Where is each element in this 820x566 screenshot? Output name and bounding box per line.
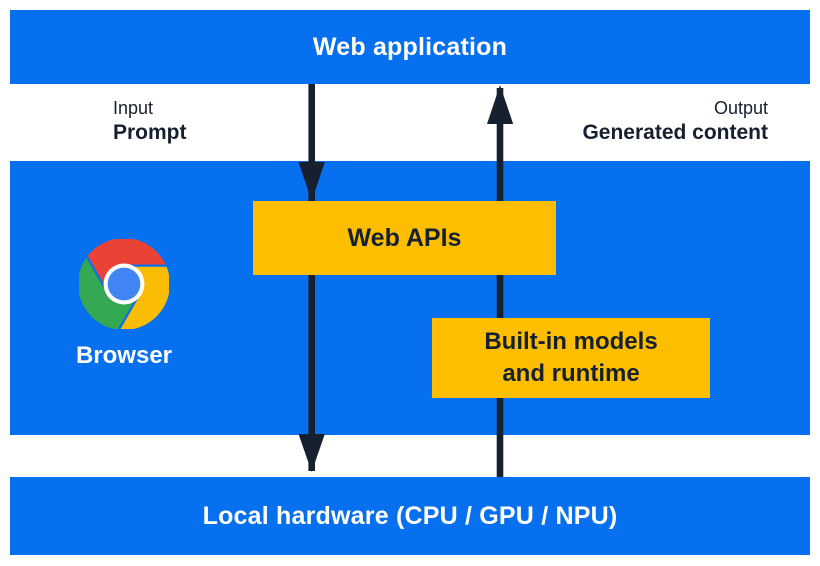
input-title: Input [113,98,154,118]
output-label-group: Output Generated content [582,97,768,146]
output-value: Generated content [582,121,768,144]
web-application-bar: Web application [10,10,810,84]
builtin-models-label-line2: and runtime [502,360,640,387]
chrome-logo-blue-center [107,267,141,301]
browser-label: Browser [75,342,173,369]
web-application-label: Web application [312,32,508,61]
input-value: Prompt [113,121,187,144]
output-title: Output [713,98,768,118]
generated-up-arrowhead-into-web-app [487,85,514,124]
local-hardware-bar: Local hardware (CPU / GPU / NPU) [10,477,810,555]
web-apis-box: Web APIs [253,201,556,275]
prompt-down-arrowhead-into-hardware [298,434,325,472]
input-label-group: Input Prompt [113,97,187,146]
chrome-logo-green-segment [79,257,135,329]
web-apis-label: Web APIs [347,223,462,252]
local-hardware-label: Local hardware (CPU / GPU / NPU) [202,501,618,530]
builtin-models-label-line1: Built-in models [484,328,658,355]
chrome-logo-icon [79,239,169,329]
builtin-models-box: Built-in models and runtime [432,318,710,398]
